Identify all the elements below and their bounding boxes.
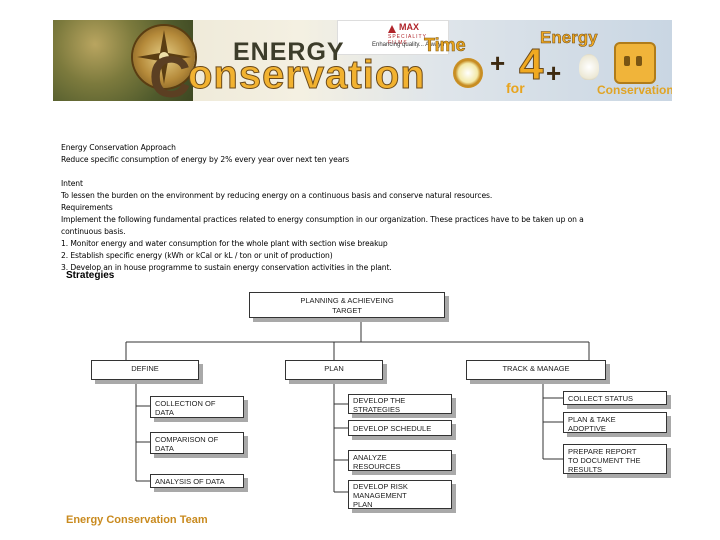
- define-item-box: COMPARISON OF DATA: [150, 432, 244, 454]
- planning-target-box: PLANNING & ACHIEVEING TARGET: [249, 292, 445, 318]
- box-label: RESOURCES: [353, 462, 451, 471]
- define-item-box: ANALYSIS OF DATA: [150, 474, 244, 488]
- define-item-box: COLLECTION OF DATA: [150, 396, 244, 418]
- box-label: COMPARISON OF: [155, 435, 243, 444]
- track-item-box: COLLECT STATUS: [563, 391, 667, 405]
- box-label: ANALYZE: [353, 453, 451, 462]
- box-label: RESULTS: [568, 465, 666, 474]
- box-label: TRACK & MANAGE: [502, 364, 569, 373]
- box-label: DATA: [155, 444, 243, 453]
- box-label: MANAGEMENT: [353, 491, 451, 500]
- plan-item-box: DEVELOP RISK MANAGEMENT PLAN: [348, 480, 452, 509]
- box-label: COLLECT STATUS: [568, 394, 666, 403]
- box-label: DEVELOP RISK: [353, 482, 451, 491]
- box-label: ADOPTIVE: [568, 424, 666, 433]
- box-label: PREPARE REPORT: [568, 447, 666, 456]
- track-item-box: PLAN & TAKE ADOPTIVE: [563, 412, 667, 433]
- plan-item-box: ANALYZE RESOURCES: [348, 450, 452, 471]
- define-box: DEFINE: [91, 360, 199, 380]
- box-label: DEVELOP THE: [353, 396, 451, 405]
- plan-item-box: DEVELOP THE STRATEGIES: [348, 394, 452, 414]
- box-label: PLAN: [324, 364, 344, 373]
- box-label: TO DOCUMENT THE: [568, 456, 666, 465]
- plan-item-box: DEVELOP SCHEDULE: [348, 420, 452, 436]
- box-label: PLAN & TAKE: [568, 415, 666, 424]
- track-item-box: PREPARE REPORT TO DOCUMENT THE RESULTS: [563, 444, 667, 474]
- box-label: DEVELOP SCHEDULE: [353, 424, 451, 433]
- plan-box: PLAN: [285, 360, 383, 380]
- box-label: STRATEGIES: [353, 405, 451, 414]
- track-manage-box: TRACK & MANAGE: [466, 360, 606, 380]
- box-label: DATA: [155, 408, 243, 417]
- footer-team-label: Energy Conservation Team: [66, 514, 208, 526]
- box-label: ANALYSIS OF DATA: [155, 477, 243, 486]
- box-label: COLLECTION OF: [155, 399, 243, 408]
- box-label: TARGET: [250, 306, 444, 316]
- box-label: PLANNING & ACHIEVEING: [250, 296, 444, 306]
- box-label: DEFINE: [131, 364, 159, 373]
- box-label: PLAN: [353, 500, 451, 509]
